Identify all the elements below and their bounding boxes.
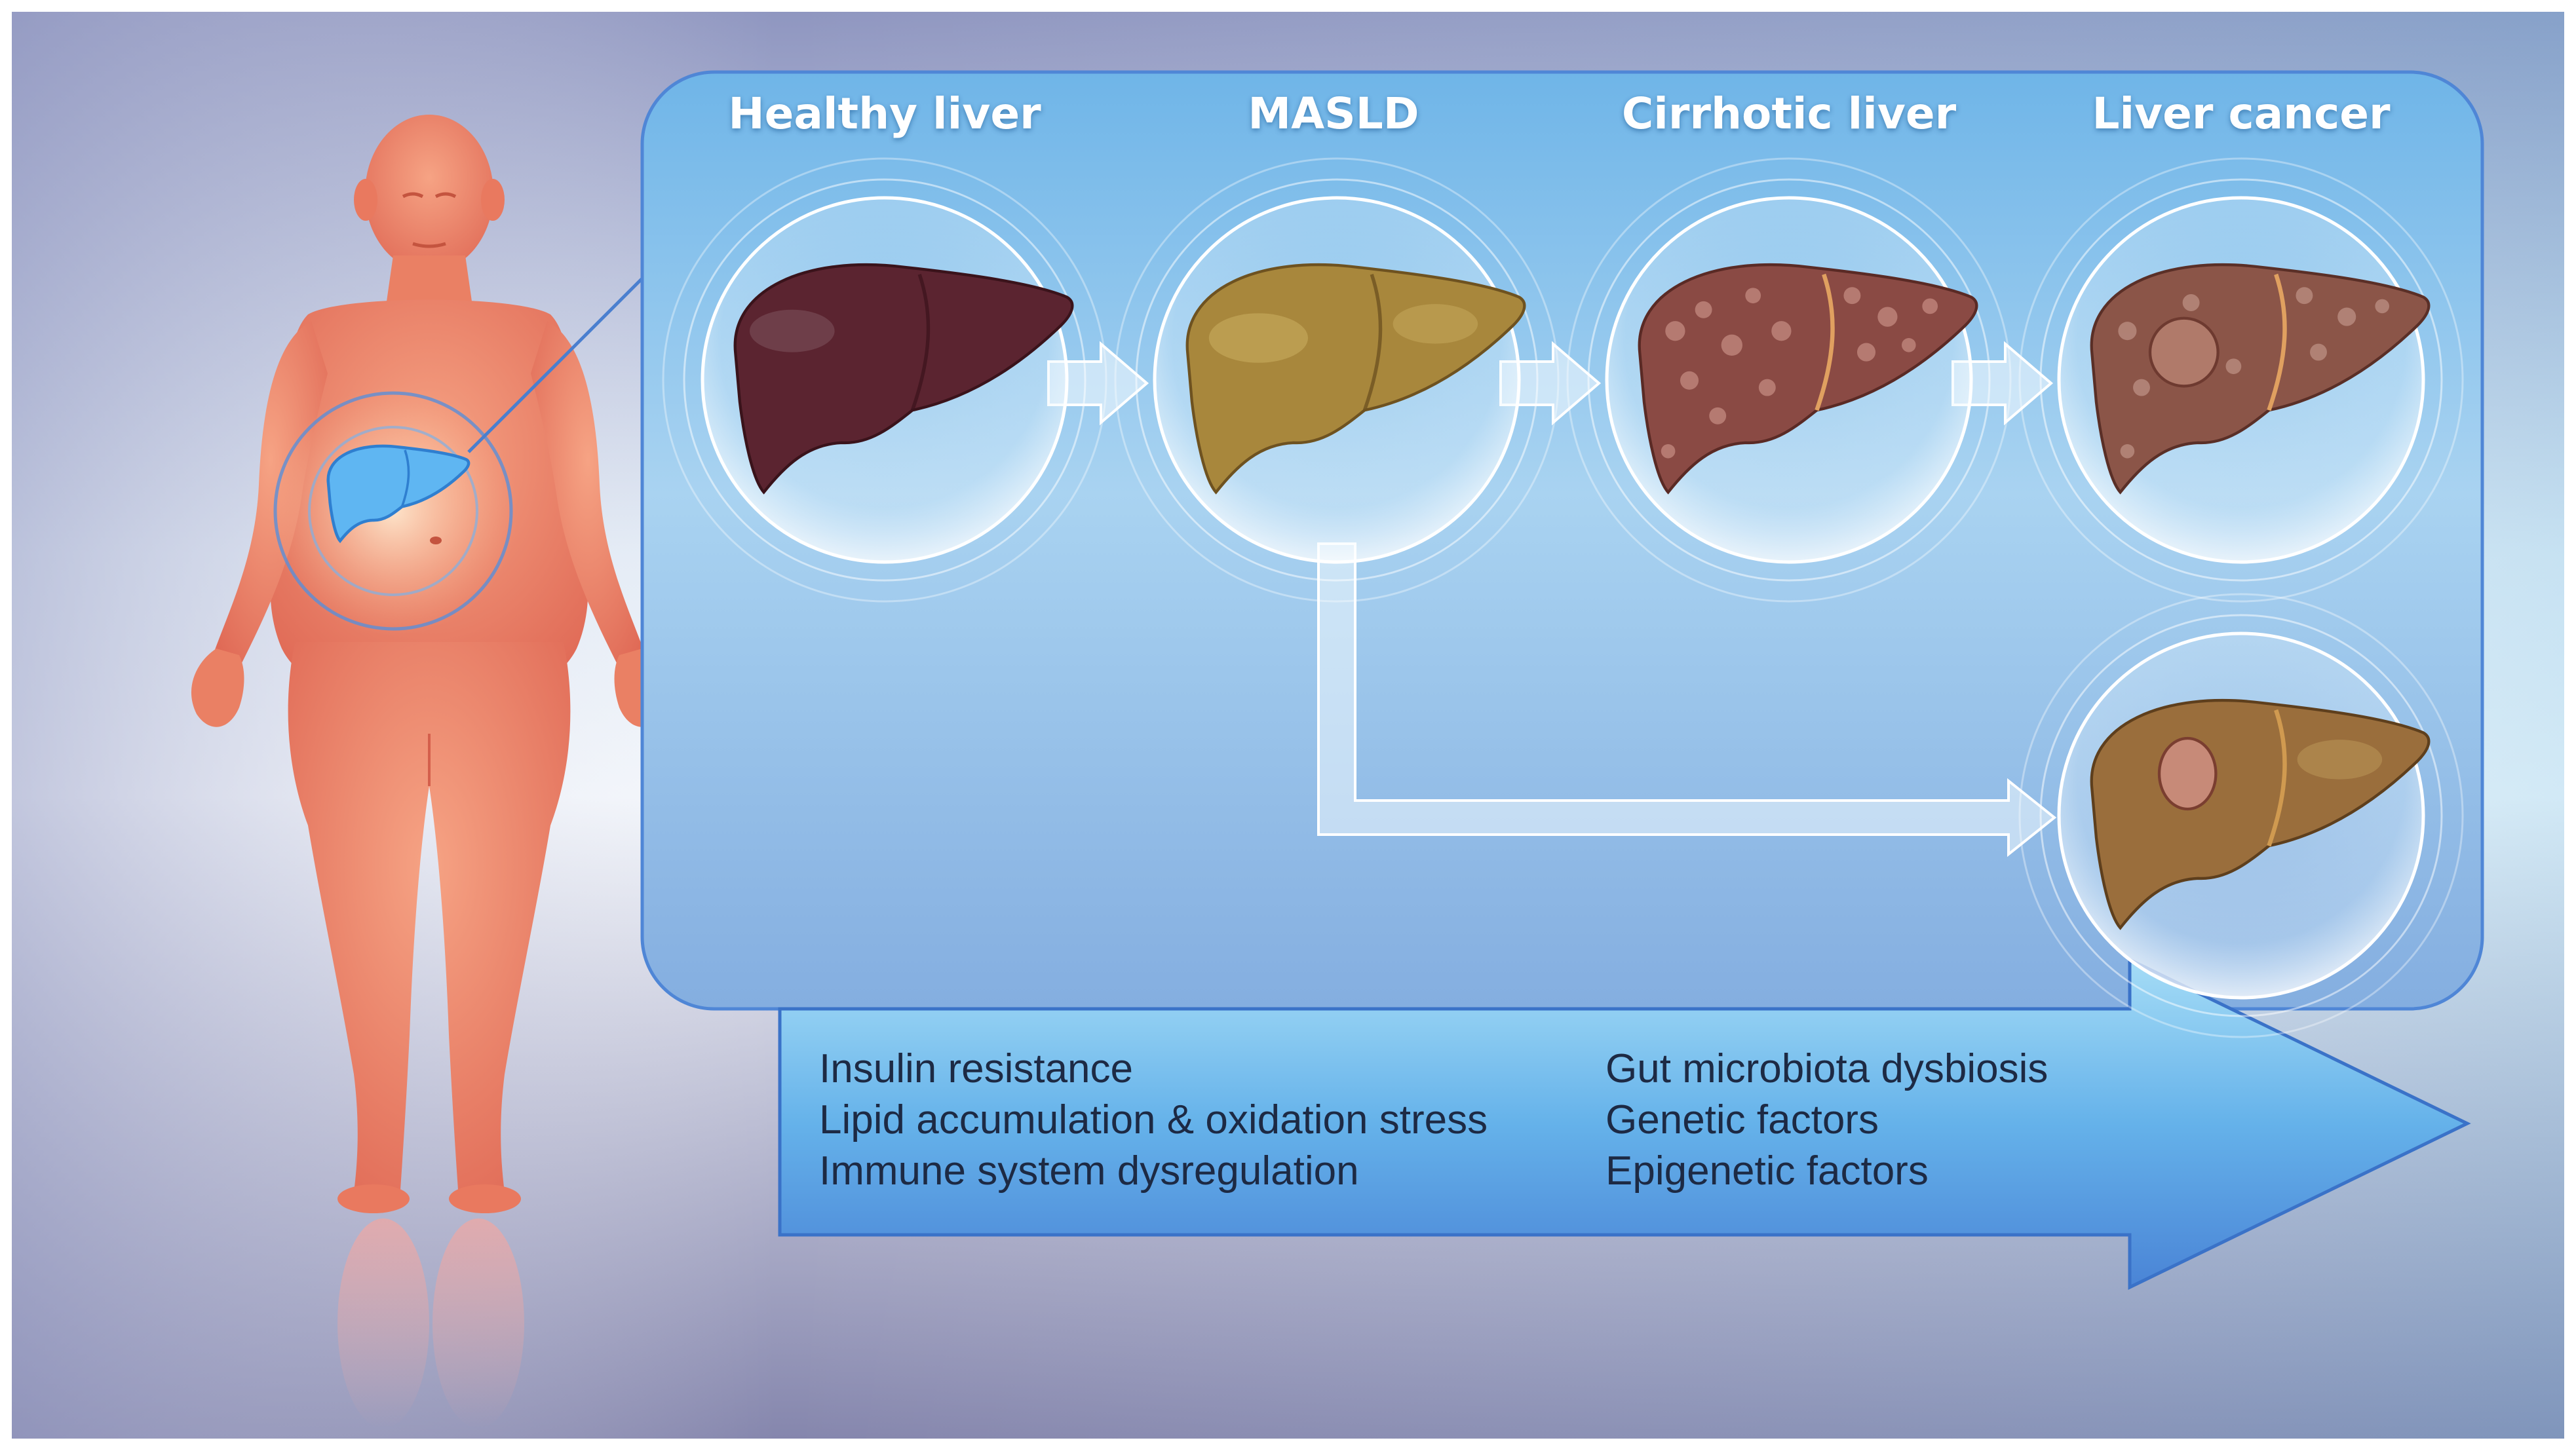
stage-label-healthy-liver: Healthy liver bbox=[728, 88, 1041, 139]
factor-genetic-factors: Genetic factors bbox=[1605, 1097, 1879, 1142]
cirrhotic-liver bbox=[1640, 265, 1977, 492]
healthy-liver bbox=[735, 265, 1073, 492]
masld-liver bbox=[1187, 265, 1525, 492]
stage-label-cirrhotic-liver: Cirrhotic liver bbox=[1621, 88, 1957, 139]
stage-label-liver-cancer: Liver cancer bbox=[2092, 88, 2391, 139]
factors-arrow bbox=[778, 957, 2471, 1290]
human-body-illustration bbox=[191, 115, 668, 1428]
masld-cancer-liver bbox=[2092, 700, 2429, 928]
highlighted-liver bbox=[328, 446, 469, 541]
stage-arrows bbox=[1047, 341, 2057, 858]
factor-gut-microbiota-dysbiosis: Gut microbiota dysbiosis bbox=[1605, 1046, 2048, 1091]
factor-epigenetic-factors: Epigenetic factors bbox=[1605, 1148, 1929, 1194]
stage-label-masld: MASLD bbox=[1248, 88, 1419, 139]
factor-insulin-resistance: Insulin resistance bbox=[819, 1046, 1134, 1091]
liver-cancer-liver bbox=[2092, 265, 2429, 492]
factor-lipid-accumulation: Lipid accumulation & oxidation stress bbox=[819, 1097, 1488, 1142]
factor-immune-dysregulation: Immune system dysregulation bbox=[819, 1148, 1359, 1194]
connector-line bbox=[467, 274, 647, 453]
